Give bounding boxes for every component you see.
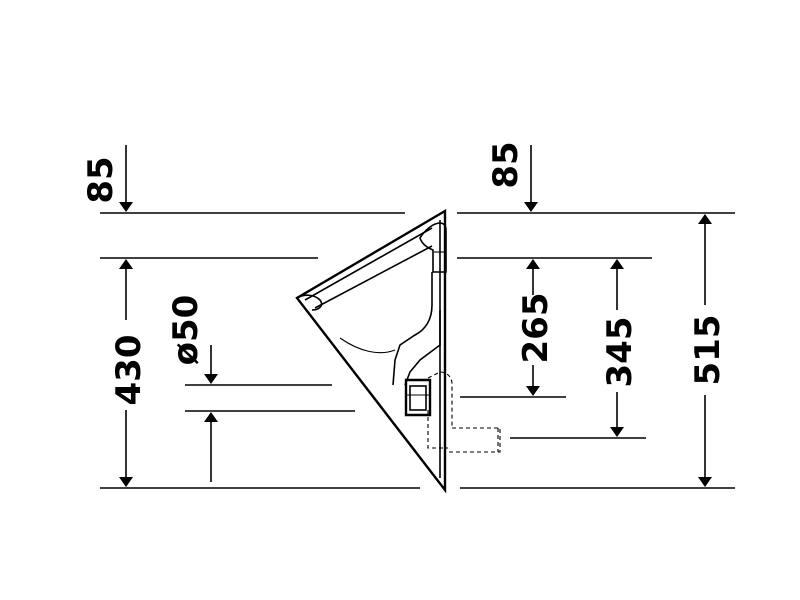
dimension-height-left: 430 [109, 259, 149, 487]
dimension-total-height: 515 [688, 214, 728, 487]
dimension-top-left: 85 [81, 145, 133, 212]
dim-label-inlet-height: 265 [516, 293, 556, 364]
reference-lines [100, 212, 735, 489]
dimension-top-right: 85 [486, 141, 538, 212]
dim-label-top-right: 85 [486, 141, 526, 188]
hidden-outlet-pipe [427, 371, 501, 453]
dim-label-pipe-diameter: ø50 [166, 295, 206, 366]
dim-label-outlet-height: 345 [600, 317, 640, 388]
urinal-profile [295, 208, 447, 494]
dimension-pipe-diameter: ø50 [166, 295, 218, 482]
dim-label-top-left: 85 [81, 156, 121, 203]
dimension-inlet-height: 265 [516, 259, 556, 396]
dimension-outlet-height: 345 [600, 259, 640, 437]
dim-label-total-height: 515 [688, 315, 728, 386]
dim-label-height-left: 430 [109, 335, 149, 406]
